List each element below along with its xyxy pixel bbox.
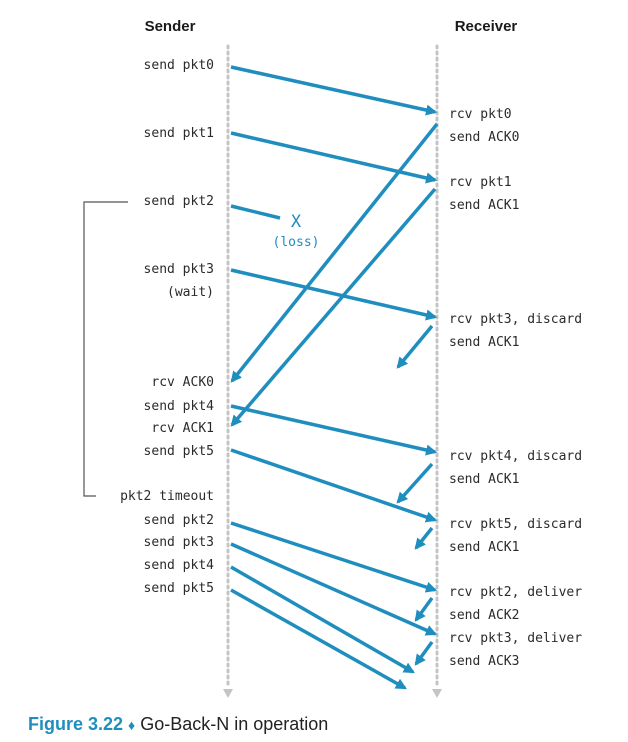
receiver-event: rcv pkt0 bbox=[449, 107, 512, 122]
sender-header: Sender bbox=[145, 18, 196, 35]
sender-event: send pkt5 bbox=[144, 581, 214, 596]
packet-arrow-pkt3 bbox=[230, 268, 438, 321]
receiver-event: send ACK1 bbox=[449, 335, 519, 350]
sender-event: rcv ACK0 bbox=[151, 375, 214, 390]
sender-event: send pkt5 bbox=[144, 444, 214, 459]
receiver-event: send ACK1 bbox=[449, 472, 519, 487]
packet-arrow-pkt0 bbox=[230, 65, 438, 116]
receiver-event: send ACK0 bbox=[449, 130, 519, 145]
figure-number: Figure 3.22 bbox=[28, 714, 124, 734]
sender-event: send pkt3 bbox=[144, 262, 214, 277]
receiver-event: rcv pkt5, discard bbox=[449, 517, 582, 532]
ack-stub bbox=[414, 596, 434, 622]
sender-event: send pkt4 bbox=[144, 558, 215, 573]
sender-event: send pkt3 bbox=[144, 535, 214, 550]
timeout-bracket bbox=[83, 201, 128, 497]
sender-event: send pkt2 bbox=[144, 194, 214, 209]
receiver-event: send ACK1 bbox=[449, 198, 519, 213]
figure-caption: Figure 3.22♦Go-Back-N in operation bbox=[28, 714, 328, 735]
loss-marker: X bbox=[291, 212, 302, 232]
receiver-event: rcv pkt2, deliver bbox=[449, 585, 582, 600]
ack-arrow-ack1 bbox=[230, 187, 437, 427]
receiver-event: rcv pkt3, discard bbox=[449, 312, 582, 327]
receiver-event: send ACK3 bbox=[449, 654, 519, 669]
ack-arrow-ack0 bbox=[230, 122, 439, 383]
sender-event: send pkt1 bbox=[144, 126, 214, 141]
sender-event: send pkt4 bbox=[144, 399, 215, 414]
sender-event: (wait) bbox=[167, 285, 214, 300]
receiver-event: send ACK2 bbox=[449, 608, 519, 623]
receiver-timeline-end bbox=[432, 689, 442, 698]
diamond-separator: ♦ bbox=[128, 717, 136, 733]
sender-timeline-end bbox=[223, 689, 233, 698]
sender-event: send pkt2 bbox=[144, 513, 214, 528]
ack-stub bbox=[396, 324, 434, 369]
packet-arrow-pkt3-resend bbox=[230, 542, 438, 636]
receiver-header: Receiver bbox=[455, 18, 518, 35]
packet-arrow-pkt4-resend bbox=[230, 565, 415, 674]
sender-event: rcv ACK1 bbox=[151, 421, 214, 436]
receiver-event: rcv pkt4, discard bbox=[449, 449, 582, 464]
ack-stub bbox=[414, 526, 434, 550]
packet-arrow-pkt2-resend bbox=[230, 521, 438, 593]
ack-stub bbox=[414, 640, 434, 666]
sender-event: send pkt0 bbox=[144, 58, 214, 73]
packet-arrow-pkt1 bbox=[230, 131, 438, 184]
ack-stub bbox=[396, 462, 434, 504]
figure-title: Go-Back-N in operation bbox=[140, 714, 329, 734]
packet-arrow-pkt4 bbox=[230, 404, 438, 456]
receiver-event: send ACK1 bbox=[449, 540, 519, 555]
loss-label: (loss) bbox=[273, 235, 320, 250]
receiver-event: rcv pkt1 bbox=[449, 175, 512, 190]
sender-event: pkt2 timeout bbox=[120, 489, 214, 504]
packet-arrow-pkt2-lost bbox=[230, 204, 281, 220]
receiver-event: rcv pkt3, deliver bbox=[449, 631, 582, 646]
packet-arrow-pkt5 bbox=[230, 448, 438, 523]
packet-arrow-pkt5-resend bbox=[230, 588, 407, 690]
